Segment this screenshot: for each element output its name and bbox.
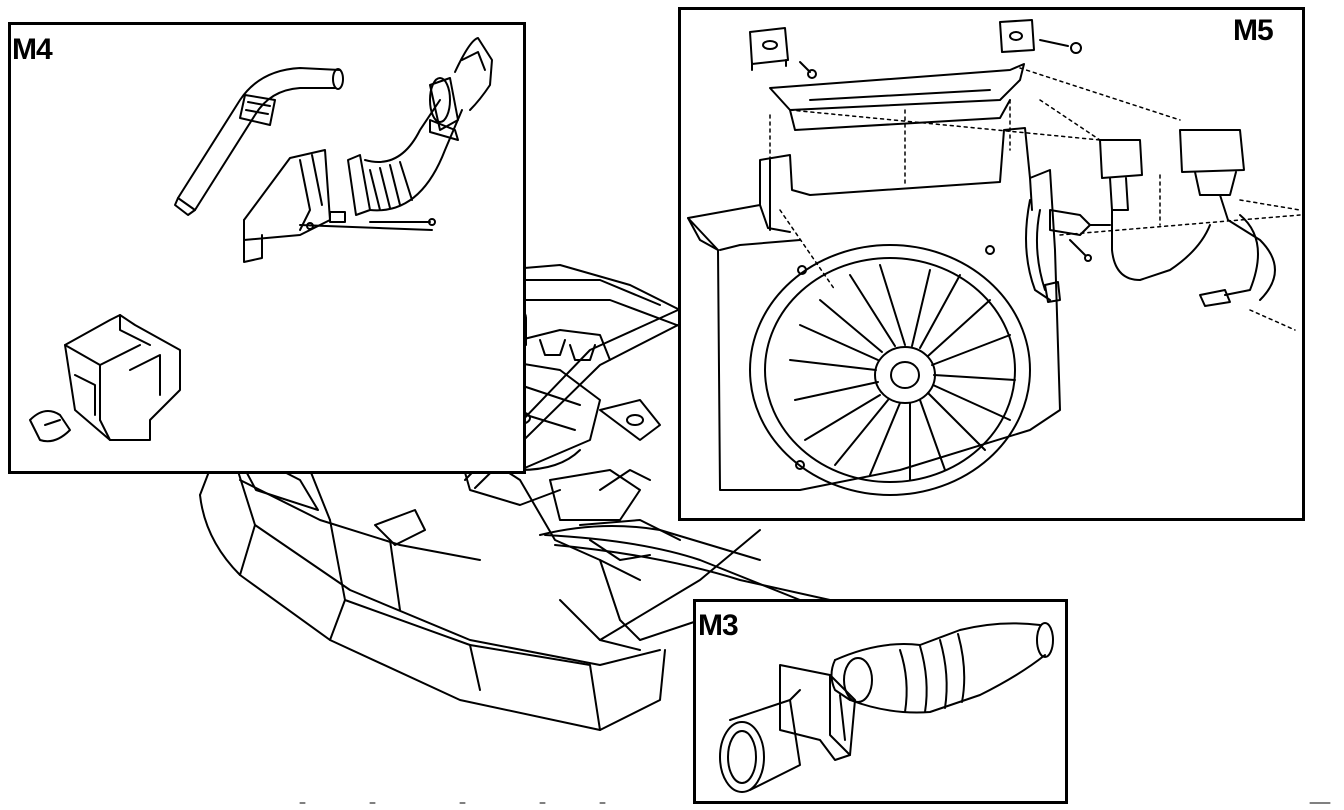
panel-m5-frame bbox=[678, 7, 1305, 521]
m4-panel-drawing bbox=[10, 24, 524, 472]
panel-m5-label: M5 bbox=[1233, 14, 1274, 47]
panel-m4-label: M4 bbox=[12, 33, 53, 66]
m3-panel-drawing bbox=[695, 601, 1066, 802]
m5-panel-drawing bbox=[680, 9, 1303, 519]
panel-m4-frame bbox=[8, 22, 526, 474]
panel-m3-label: M3 bbox=[698, 609, 739, 642]
panel-m3-frame bbox=[693, 599, 1068, 804]
